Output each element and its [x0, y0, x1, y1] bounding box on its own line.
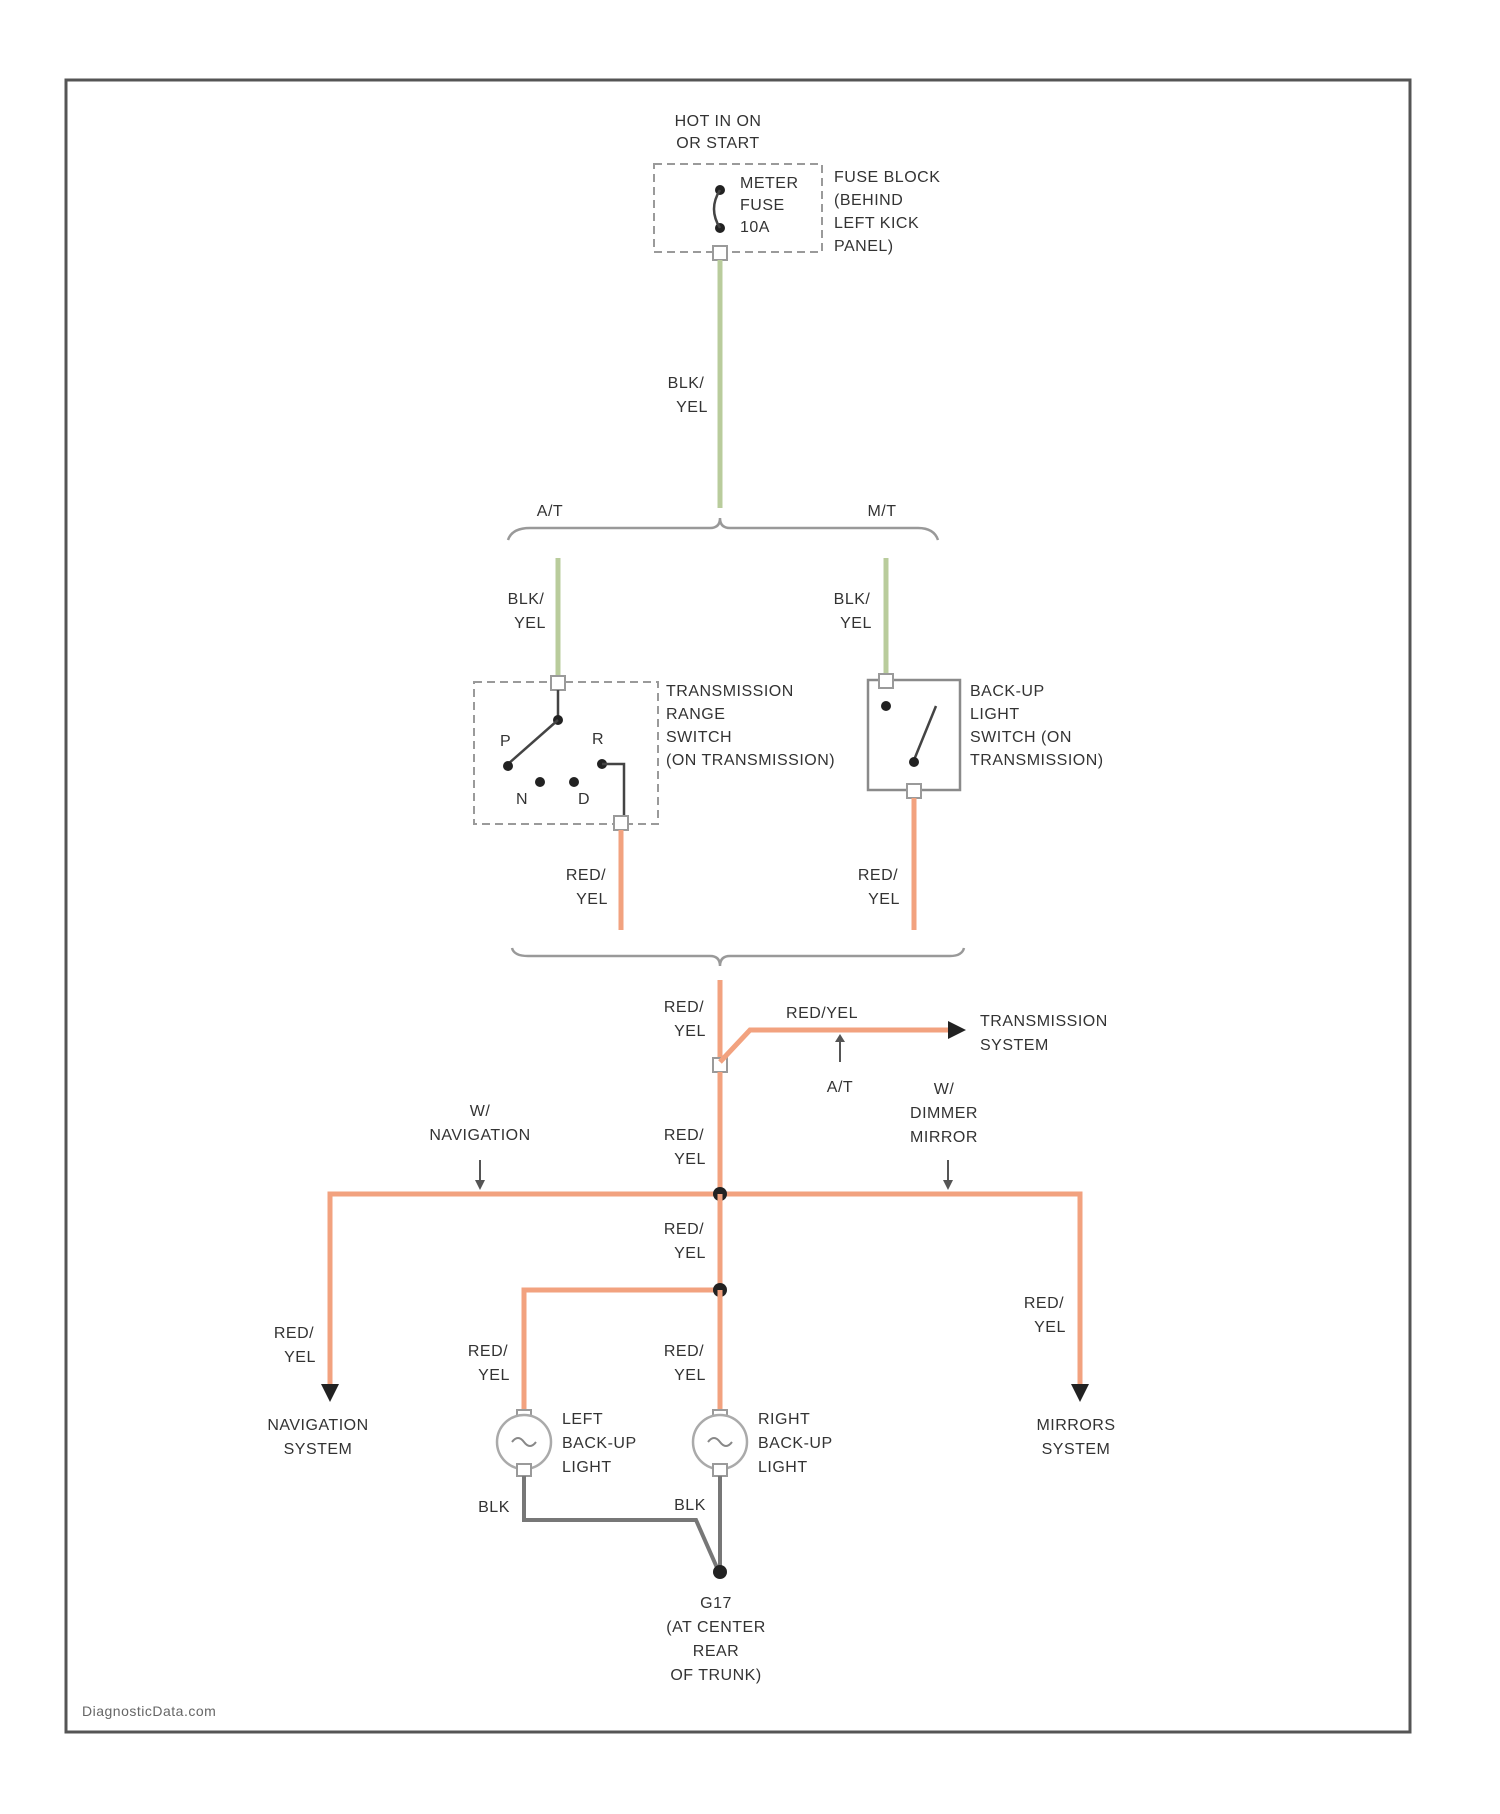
mirrors-system-label-line2: SYSTEM [1042, 1441, 1111, 1458]
right-lamp-color-line1: RED/ [664, 1343, 704, 1360]
left-lamp-color-line1: RED/ [468, 1343, 508, 1360]
ground-label-line1: G17 [700, 1595, 732, 1612]
navigation-option-arrowhead [475, 1180, 485, 1190]
backup-output-color-line1: RED/ [858, 867, 898, 884]
range-switch-label-line3: SWITCH [666, 729, 732, 746]
transmission-system-arrow [948, 1021, 966, 1039]
mirror-option-line2: DIMMER [910, 1105, 978, 1122]
fuse-label-line1: METER [740, 175, 799, 192]
mirror-option-line3: MIRROR [910, 1129, 978, 1146]
power-source-line2: OR START [676, 135, 759, 152]
fuse-block-label-line3: LEFT KICK [834, 215, 919, 232]
backup-switch-input-connector [879, 674, 893, 688]
fuse-block-label-line2: (BEHIND [834, 192, 903, 209]
transmission-range-switch-box [474, 682, 658, 824]
range-output-color-line1: RED/ [566, 867, 606, 884]
ground-label-line2: (AT CENTER [666, 1619, 766, 1636]
mirror-wire-color-line1: RED/ [1024, 1295, 1064, 1312]
right-backup-lamp [693, 1410, 747, 1476]
mt-feed-color-line1: BLK/ [834, 591, 871, 608]
range-switch-label-line1: TRANSMISSION [666, 683, 794, 700]
left-backup-lamp [497, 1410, 551, 1476]
range-switch-input-connector [551, 676, 565, 690]
backup-switch-label-line3: SWITCH (ON [970, 729, 1072, 746]
left-lamp-label-line3: LIGHT [562, 1459, 612, 1476]
navigation-option-line2: NAVIGATION [429, 1127, 530, 1144]
ground-label-line3: REAR [693, 1643, 739, 1660]
mirror-wire-color-line2: YEL [1034, 1319, 1066, 1336]
range-position-r: R [592, 731, 604, 748]
trunk-upper-color-line2: YEL [674, 1023, 706, 1040]
navigation-option-line1: W/ [470, 1103, 491, 1120]
transmission-system-label-line2: SYSTEM [980, 1037, 1049, 1054]
mirrors-system-label-line1: MIRRORS [1036, 1417, 1115, 1434]
fuse-label-line3: 10A [740, 219, 770, 236]
main-feed-color-line1: BLK/ [668, 375, 705, 392]
backup-switch-label-line2: LIGHT [970, 706, 1020, 723]
right-lamp-label-line1: RIGHT [758, 1411, 810, 1428]
range-switch-output-connector [614, 816, 628, 830]
backup-switch-output-connector [907, 784, 921, 798]
branch-label-mt: M/T [867, 503, 896, 520]
power-source-line1: HOT IN ON [675, 113, 762, 130]
ground-label-line4: OF TRUNK) [670, 1667, 761, 1684]
fuse-block-label-line4: PANEL) [834, 238, 894, 255]
backup-switch-label-line4: TRANSMISSION) [970, 752, 1104, 769]
ground-point-g17 [713, 1565, 727, 1579]
trunk-lower-color-line1: RED/ [664, 1221, 704, 1238]
diagram-frame [66, 80, 1410, 1732]
at-feed-color-line2: YEL [514, 615, 546, 632]
fuse-label-line2: FUSE [740, 197, 785, 214]
mt-feed-color-line2: YEL [840, 615, 872, 632]
mirror-branch-wire [720, 1194, 1080, 1384]
right-ground-wire-color: BLK [674, 1497, 706, 1514]
backup-output-color-line2: YEL [868, 891, 900, 908]
backup-switch-contacts [881, 701, 936, 767]
left-lamp-ground-wire [524, 1476, 718, 1570]
navigation-system-label-line2: SYSTEM [284, 1441, 353, 1458]
fuse-block-connector [713, 246, 727, 260]
trunk-upper-color-line1: RED/ [664, 999, 704, 1016]
switch-merge-brace [512, 948, 964, 966]
transmission-system-wire [720, 1030, 948, 1062]
at-feed-color-line1: BLK/ [508, 591, 545, 608]
trunk-middle-color-line1: RED/ [664, 1127, 704, 1144]
trunk-lower-color-line2: YEL [674, 1245, 706, 1262]
range-position-d: D [578, 791, 590, 808]
mirrors-system-arrow [1071, 1384, 1089, 1402]
left-lamp-label-line1: LEFT [562, 1411, 603, 1428]
fuse-block-label-line1: FUSE BLOCK [834, 169, 940, 186]
transmission-option-brace [508, 518, 938, 540]
watermark: DiagnosticData.com [82, 1703, 216, 1719]
range-switch-label-line4: (ON TRANSMISSION) [666, 752, 835, 769]
navigation-system-arrow [321, 1384, 339, 1402]
branch-label-at: A/T [537, 503, 563, 520]
trunk-middle-color-line2: YEL [674, 1151, 706, 1168]
right-lamp-label-line2: BACK-UP [758, 1435, 833, 1452]
navigation-system-label-line1: NAVIGATION [267, 1417, 368, 1434]
navigation-wire-color-line1: RED/ [274, 1325, 314, 1342]
main-feed-color-line2: YEL [676, 399, 708, 416]
left-ground-wire-color: BLK [478, 1499, 510, 1516]
transmission-system-label-line1: TRANSMISSION [980, 1013, 1108, 1030]
backup-light-switch-box [868, 680, 960, 790]
transmission-note-arrowhead [835, 1034, 845, 1042]
left-lamp-label-line2: BACK-UP [562, 1435, 637, 1452]
backup-switch-label-line1: BACK-UP [970, 683, 1045, 700]
range-output-color-line2: YEL [576, 891, 608, 908]
mirror-option-line1: W/ [934, 1081, 955, 1098]
right-lamp-label-line3: LIGHT [758, 1459, 808, 1476]
range-position-p: P [500, 733, 511, 750]
fuse-symbol [714, 185, 725, 233]
range-switch-label-line2: RANGE [666, 706, 725, 723]
right-lamp-color-line2: YEL [674, 1367, 706, 1384]
transmission-note: A/T [827, 1079, 853, 1096]
navigation-wire-color-line2: YEL [284, 1349, 316, 1366]
left-lamp-color-line2: YEL [478, 1367, 510, 1384]
range-position-n: N [516, 791, 528, 808]
transmission-wire-color: RED/YEL [786, 1005, 858, 1022]
mirror-option-arrowhead [943, 1180, 953, 1190]
